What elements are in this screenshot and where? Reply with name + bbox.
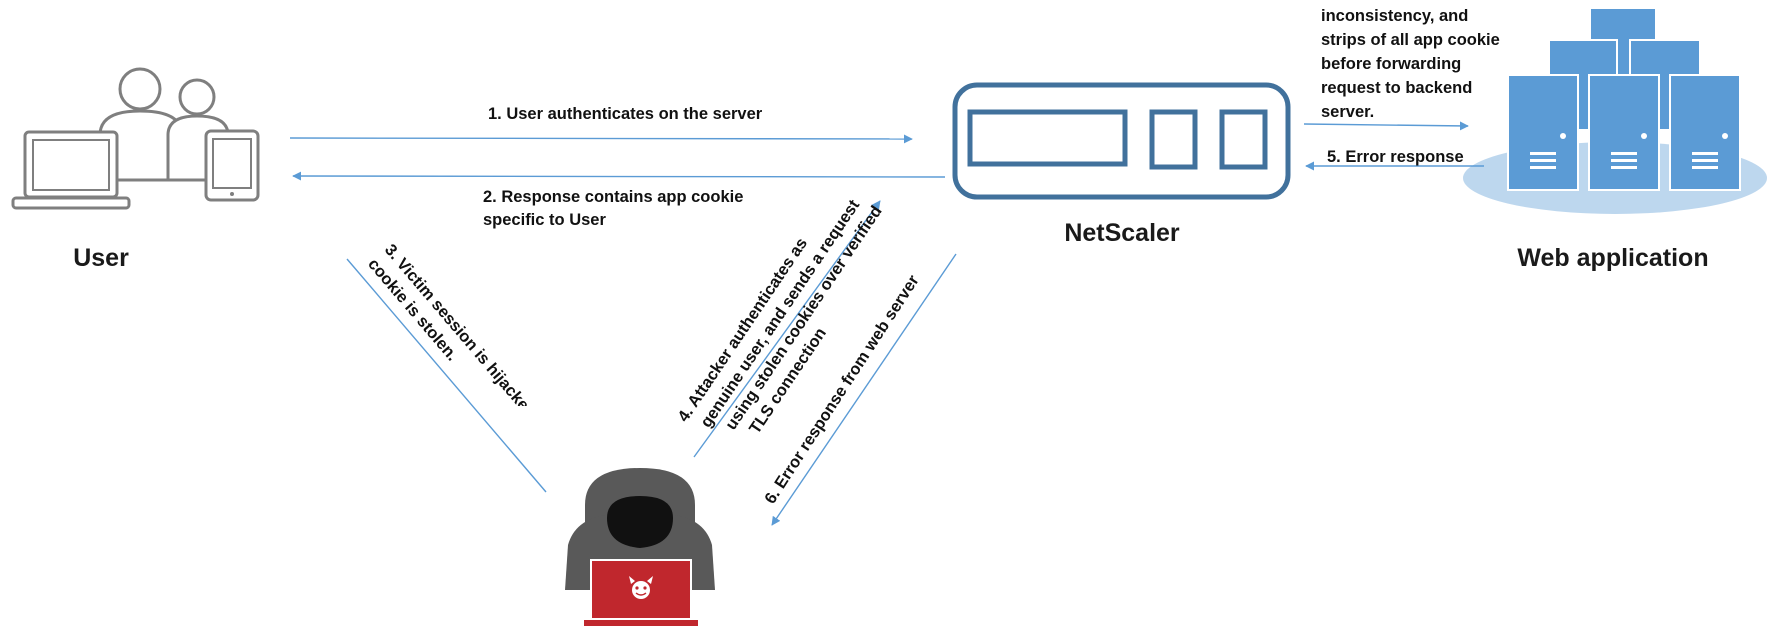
step-1-line: 1. User authenticates on the server bbox=[488, 105, 763, 123]
appliance-icon bbox=[952, 82, 1291, 200]
web-application-label: Web application bbox=[1517, 244, 1708, 272]
step-4-label: 4. Attacker authenticates as genuine use… bbox=[674, 174, 906, 462]
line-victim-hijack bbox=[346, 258, 547, 493]
arrow-netscaler-to-user bbox=[292, 171, 946, 181]
arrow-netscaler-to-webapp bbox=[1303, 121, 1469, 131]
step-2-label: 2. Response contains app cookie specific… bbox=[483, 188, 748, 229]
step-2-line: specific to User bbox=[483, 211, 606, 229]
attacker-node bbox=[565, 468, 715, 628]
laptop-icon bbox=[11, 130, 131, 210]
step-2-line: 2. Response contains app cookie bbox=[483, 188, 743, 206]
server-tower bbox=[1669, 74, 1741, 191]
server-cluster-icon bbox=[1463, 7, 1767, 214]
arrow-netscaler-to-attacker bbox=[771, 253, 957, 526]
tablet-icon bbox=[204, 129, 260, 202]
netscaler-note-line: server. bbox=[1321, 103, 1374, 121]
netscaler-note-line: strips of all app cookie bbox=[1321, 31, 1500, 49]
step-3-clip: 3. Victim session is hijacked and cookie… bbox=[364, 241, 564, 466]
netscaler-label: NetScaler bbox=[1064, 219, 1180, 247]
step-3-line: 3. Victim session is hijacked and bbox=[381, 241, 561, 448]
arrow-attacker-to-netscaler bbox=[693, 200, 881, 458]
netscaler-note-line: before forwarding bbox=[1321, 55, 1461, 73]
web-application-node: Web application bbox=[1463, 7, 1767, 272]
netscaler-node: NetScaler bbox=[952, 82, 1291, 247]
devil-icon bbox=[629, 576, 653, 599]
devil-laptop-icon bbox=[582, 559, 700, 628]
step-5-label: 5. Error response bbox=[1327, 148, 1464, 166]
server-tower bbox=[1507, 74, 1579, 191]
server-tower bbox=[1588, 74, 1660, 191]
netscaler-note-line: inconsistency, and bbox=[1321, 7, 1468, 25]
netscaler-note: inconsistency, and strips of all app coo… bbox=[1321, 7, 1504, 121]
netscaler-note-line: request to backend bbox=[1321, 79, 1472, 97]
step-1-label: 1. User authenticates on the server bbox=[488, 105, 763, 123]
user-node: User bbox=[11, 67, 260, 272]
step-5-line: 5. Error response bbox=[1327, 148, 1464, 166]
user-label: User bbox=[73, 244, 129, 272]
step-3-label: 3. Victim session is hijacked and cookie… bbox=[364, 241, 564, 466]
arrow-user-to-netscaler bbox=[289, 134, 913, 144]
